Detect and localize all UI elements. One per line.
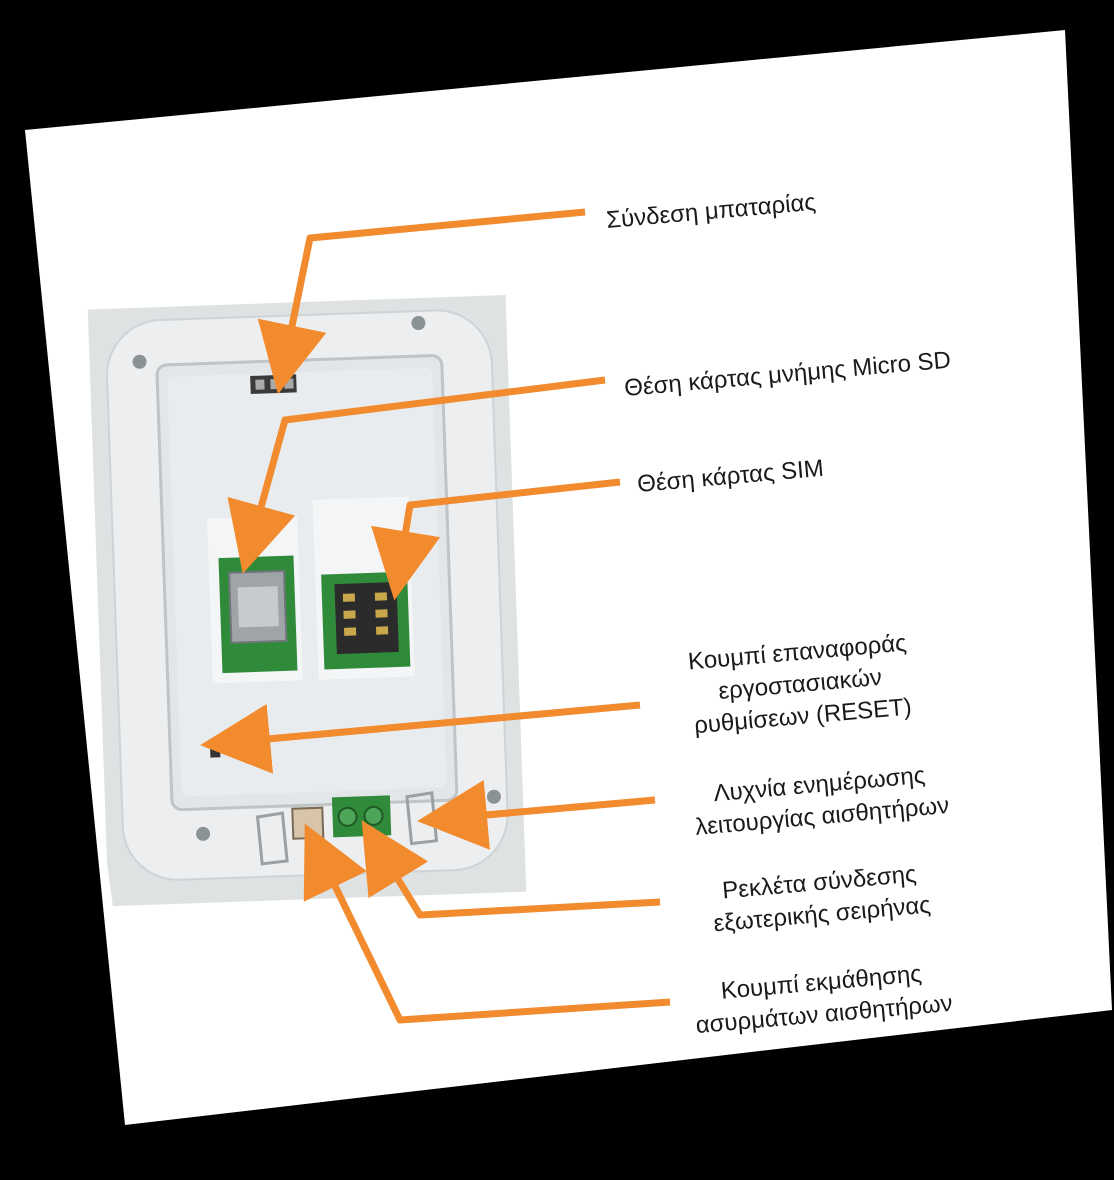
arrow-microsd bbox=[227, 376, 606, 574]
reset-button bbox=[209, 741, 221, 758]
arrow-reset bbox=[200, 701, 641, 774]
arrow-led bbox=[417, 780, 656, 850]
screw bbox=[486, 789, 501, 804]
learn-button bbox=[291, 806, 325, 840]
screw bbox=[196, 826, 211, 841]
arrow-battery bbox=[257, 208, 586, 395]
arrow-siren bbox=[361, 820, 661, 919]
led-window-left bbox=[255, 811, 289, 866]
arrow-learn bbox=[303, 823, 671, 1024]
arrow-sim bbox=[371, 478, 621, 601]
screw bbox=[411, 316, 426, 331]
screw bbox=[132, 354, 147, 369]
arrows bbox=[200, 208, 671, 1024]
